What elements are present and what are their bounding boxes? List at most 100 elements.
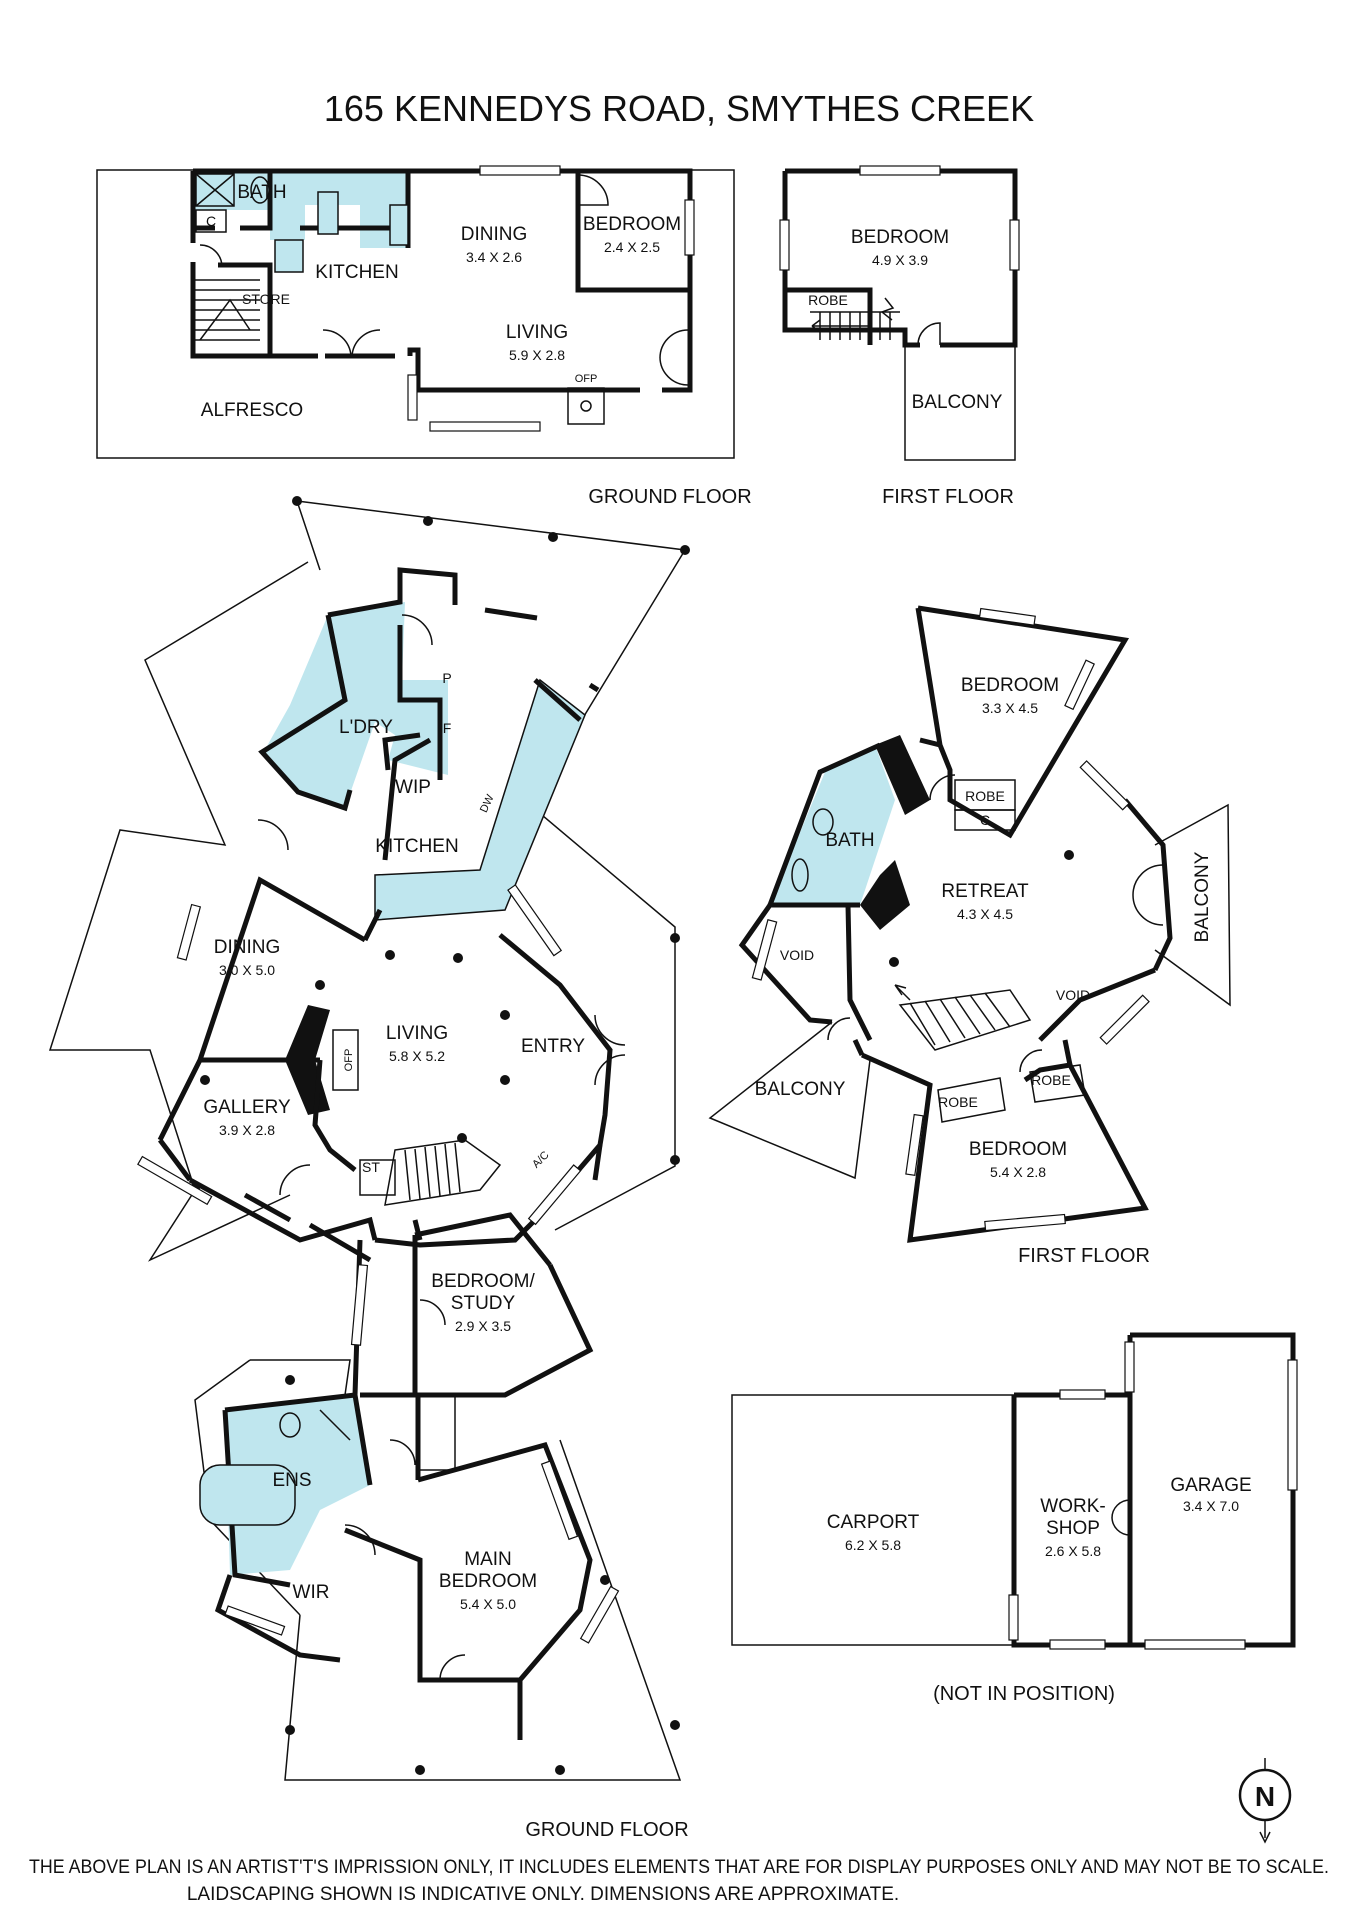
- cottage-ground-walls: [190, 168, 693, 393]
- ensuite-label: ENS: [272, 1470, 311, 1491]
- workshop-dim: 2.6 X 5.8: [1045, 1543, 1101, 1559]
- cottage-living-label: LIVING: [506, 322, 568, 343]
- main-window: [527, 1164, 582, 1226]
- main-first-floor-label: FIRST FLOOR: [1018, 1245, 1150, 1267]
- garden-outline: [48, 561, 309, 1262]
- shed-window: [1059, 1389, 1106, 1400]
- upper-c-label: C: [980, 812, 990, 828]
- cottage-bedroom-door[interactable]: [577, 174, 609, 206]
- cottage-window: [407, 374, 418, 421]
- cottage-ofp: [567, 387, 605, 425]
- upper-bath-label: BATH: [825, 830, 874, 851]
- study-label-2: STUDY: [451, 1293, 516, 1314]
- upper-chimney: [875, 735, 930, 815]
- workshop-label: WORK-: [1040, 1496, 1105, 1517]
- main-kitchen-label: KITCHEN: [375, 836, 458, 857]
- ensuite-wet-area: [225, 1395, 370, 1575]
- entry-doors[interactable]: [594, 1014, 626, 1086]
- shed-window: [1008, 1594, 1019, 1641]
- upper-robe3-label: ROBE: [1031, 1072, 1071, 1088]
- upper-bedroom2-label: BEDROOM: [969, 1139, 1067, 1160]
- laundry-door[interactable]: [257, 819, 289, 851]
- cottage-alfresco-doors[interactable]: [322, 329, 381, 357]
- north-arrow: N: [1238, 1758, 1292, 1844]
- study-door[interactable]: [419, 1299, 446, 1326]
- main-window: [350, 1264, 369, 1346]
- retreat-balcony-doors[interactable]: [1132, 864, 1164, 926]
- cottage-window: [684, 199, 695, 256]
- main-dining-dim: 3.0 X 5.0: [219, 962, 275, 978]
- study-walls: [412, 1212, 594, 1398]
- main-bedroom-label-2: BEDROOM: [439, 1571, 537, 1592]
- ensuite-bath: [199, 1464, 296, 1526]
- main-living-label: LIVING: [386, 1023, 448, 1044]
- main-ofp-label: OFP: [343, 1049, 355, 1072]
- gallery-label: GALLERY: [203, 1097, 291, 1118]
- main-window: [137, 1155, 213, 1206]
- carport-dim: 6.2 X 5.8: [845, 1537, 901, 1553]
- shed-window: [1049, 1639, 1106, 1650]
- not-in-position-note: (NOT IN POSITION): [933, 1683, 1115, 1705]
- cottage-dining-label: DINING: [461, 224, 528, 245]
- carport-label: CARPORT: [827, 1512, 920, 1533]
- upper-chimney-2: [860, 860, 910, 930]
- main-first-floor: BEDROOM 3.3 X 4.5 ROBE C BATH RETREAT 4.…: [708, 605, 1231, 1267]
- disclaimer-line-2: LAIDSCAPING SHOWN IS INDICATIVE ONLY. DI…: [187, 1884, 899, 1905]
- main-ground-floor: L'DRY P F WIP DW KITCHEN DINING 3.0 X 5.…: [48, 496, 690, 1841]
- ac-label: A/C: [530, 1149, 551, 1170]
- sheds: CARPORT 6.2 X 5.8 WORK- SHOP 2.6 X 5.8 G…: [731, 1332, 1298, 1705]
- balcony-left-label: BALCONY: [755, 1079, 846, 1100]
- workshop-door[interactable]: [1111, 1499, 1131, 1536]
- cottage-living-dim: 5.9 X 2.8: [509, 347, 565, 363]
- main-window: [579, 1585, 620, 1644]
- upper-window: [1064, 659, 1095, 711]
- upper-window: [905, 1113, 924, 1176]
- cottage-first-window: [779, 219, 790, 271]
- cottage-living-doors[interactable]: [659, 329, 689, 386]
- cottage-bedroom-label: BEDROOM: [583, 214, 681, 235]
- garage-door: [1144, 1639, 1246, 1650]
- retreat-label: RETREAT: [941, 881, 1029, 902]
- main-dining-label: DINING: [214, 937, 281, 958]
- wir-label: WIR: [293, 1582, 330, 1603]
- main-stairs: [359, 1139, 502, 1206]
- garage-label: GARAGE: [1170, 1475, 1251, 1496]
- cottage-first-window: [859, 165, 941, 176]
- cottage-ground-floor: BATH C KITCHEN STORE DINING 3.4 X 2.6 BE…: [96, 165, 752, 508]
- cottage-store-label: STORE: [242, 291, 290, 307]
- study-label: BEDROOM/: [431, 1271, 535, 1292]
- living-fireplace: [285, 1005, 330, 1115]
- main-window: [176, 903, 202, 961]
- entry-label: ENTRY: [521, 1036, 585, 1057]
- cottage-balcony-label: BALCONY: [912, 392, 1003, 413]
- main-window: [507, 884, 563, 957]
- upper-bedroom1-walls: [915, 605, 1130, 839]
- study-dim: 2.9 X 3.5: [455, 1318, 511, 1334]
- main-living-dim: 5.8 X 5.2: [389, 1048, 445, 1064]
- upper-robe-2: [937, 1077, 1006, 1123]
- north-arrow-icon: [1238, 1768, 1292, 1822]
- main-window: [224, 1605, 286, 1636]
- disclaimer-line-1: THE ABOVE PLAN IS AN ARTIST'T'S IMPRISSI…: [29, 1857, 1329, 1878]
- upper-window: [984, 1213, 1066, 1232]
- living-walls: [157, 876, 378, 1243]
- void2-label: VOID: [1056, 987, 1090, 1003]
- pantry-label: P: [442, 670, 451, 686]
- cottage-first-stairs: [810, 297, 900, 340]
- laundry-label: L'DRY: [339, 717, 393, 738]
- upper-bedroom1-dim: 3.3 X 4.5: [982, 700, 1038, 716]
- kitchen-door[interactable]: [401, 614, 433, 646]
- cottage-window: [479, 165, 561, 176]
- fridge-label: F: [443, 720, 452, 736]
- upper-window: [1099, 994, 1150, 1045]
- upper-robe-label: ROBE: [965, 788, 1005, 804]
- main-bedroom-label: MAIN: [464, 1549, 512, 1570]
- cottage-wet-area: [193, 171, 408, 248]
- upper-window: [1079, 760, 1130, 811]
- cottage-balcony-door[interactable]: [917, 322, 941, 346]
- cottage-vanity: [274, 239, 304, 273]
- main-bedroom-walls: [344, 1441, 593, 1740]
- cottage-ofp-label: OFP: [575, 373, 598, 385]
- upper-stairs: [894, 984, 1032, 1051]
- upper-window: [978, 607, 1036, 626]
